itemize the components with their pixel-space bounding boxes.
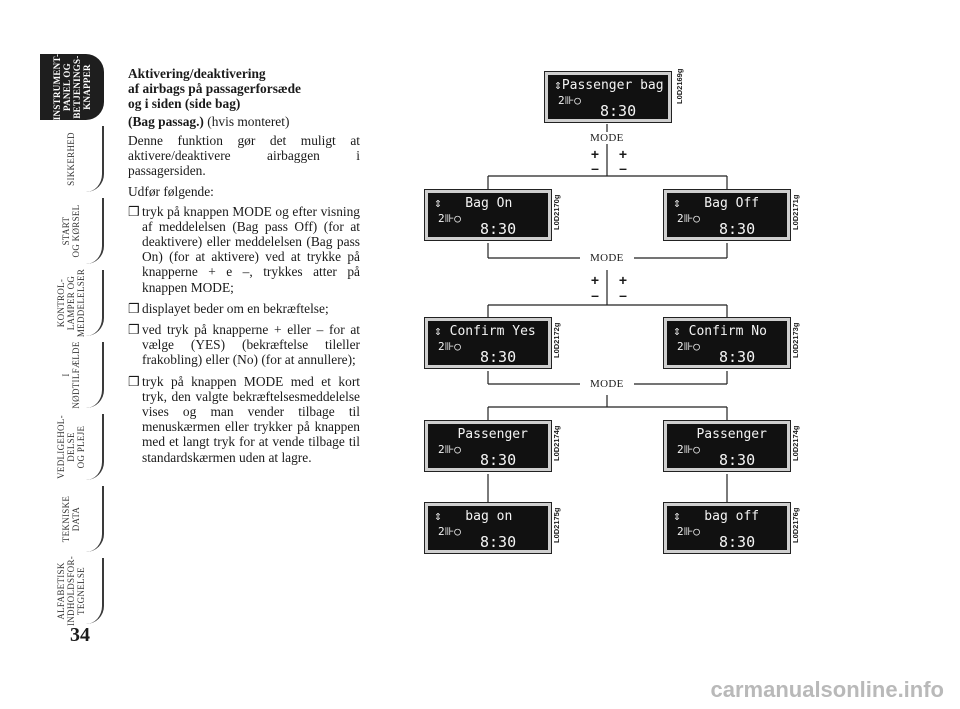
list-item-text: tryk på knappen MODE med et kort tryk, d… xyxy=(142,373,360,465)
section-heading: Aktivering/deaktivering af airbags på pa… xyxy=(128,66,360,112)
figure-code: L0D2170g xyxy=(552,194,561,230)
display-line: ⇕ Bag Off xyxy=(673,196,760,211)
tab-tekniske-data[interactable]: TEKNISKE DATA xyxy=(40,486,104,552)
intro-paragraph: Denne funktion gør det muligt at aktiver… xyxy=(128,132,360,179)
lcd-display-confirm-yes: ⇕ Confirm Yes 2⊪○ 8:30 xyxy=(424,317,552,369)
checkbox-bullet-icon: ❒ xyxy=(128,373,140,389)
tab-start-og-korsel[interactable]: START OG KØRSEL xyxy=(40,198,104,264)
display-icons: 2⊪○ xyxy=(438,525,461,538)
plus-label: + xyxy=(618,146,628,162)
display-time: 8:30 xyxy=(480,451,517,469)
list-item-text: ved tryk på knapperne + eller – for at v… xyxy=(142,322,360,368)
display-line: ⇕ Confirm Yes xyxy=(434,324,536,339)
menu-name-note: (hvis monteret) xyxy=(203,113,290,129)
watermark-url: carmanualsonline.info xyxy=(710,677,945,702)
display-line: ⇕ bag off xyxy=(673,509,760,524)
lcd-display-confirm-no: ⇕ Confirm No 2⊪○ 8:30 xyxy=(663,317,791,369)
menu-name-bold: (Bag passag.) xyxy=(128,113,204,129)
display-icons: 2⊪○ xyxy=(438,340,461,353)
display-icons: 2⊪○ xyxy=(677,525,700,538)
list-item-text: tryk på knappen MODE og efter visning af… xyxy=(142,203,360,295)
lcd-display-passenger: Passenger 2⊪○ 8:30 xyxy=(424,420,552,472)
lcd-display-bag-off-final: ⇕ bag off 2⊪○ 8:30 xyxy=(663,502,791,554)
body-text: Aktivering/deaktivering af airbags på pa… xyxy=(128,66,360,471)
lcd-display-bag-on-final: ⇕ bag on 2⊪○ 8:30 xyxy=(424,502,552,554)
minus-label: – xyxy=(591,287,599,303)
plus-label: + xyxy=(590,272,600,288)
display-line: ⇕ Bag On xyxy=(434,196,513,211)
figure-code: L0D2171g xyxy=(791,194,800,230)
display-line: ⇕ Confirm No xyxy=(673,324,767,339)
display-icons: 2⊪○ xyxy=(438,212,461,225)
figure-code: L0D2172g xyxy=(552,322,561,358)
display-time: 8:30 xyxy=(480,533,517,551)
display-icons: 2⊪○ xyxy=(677,212,700,225)
plus-label: + xyxy=(590,146,600,162)
tab-alfabetisk-indhold[interactable]: ALFABETISK INDHOLDSFOR- TEGNELSE xyxy=(40,556,104,626)
tab-vedligeholdelse[interactable]: VEDLIGEHOL- DELSE OG PLEJE xyxy=(40,414,104,480)
display-line: ⇕Passenger bag xyxy=(554,78,664,93)
list-item: ❒ved tryk på knapperne + eller – for at … xyxy=(128,322,360,368)
chapter-tabs: INSTRUMENT- PANEL OG BETJENINGS- KNAPPER… xyxy=(40,54,104,628)
tab-sikkerhed[interactable]: SIKKERHED xyxy=(40,126,104,192)
display-line: Passenger xyxy=(673,427,767,442)
lcd-display-bag-on: ⇕ Bag On 2⊪○ 8:30 xyxy=(424,189,552,241)
heading-line: af airbags på passagerforsæde xyxy=(128,81,301,97)
figure-code: L0D2173g xyxy=(791,322,800,358)
mode-label: MODE xyxy=(587,252,627,264)
display-icons: 2⊪○ xyxy=(677,443,700,456)
mode-label: MODE xyxy=(587,132,627,144)
tab-i-nodtilfaelde[interactable]: I NØDTILFÆLDE xyxy=(40,341,104,409)
lcd-display-passenger-bag: ⇕Passenger bag 2⊪○ 8:30 xyxy=(544,71,672,123)
figure-code: L0D2176g xyxy=(791,507,800,543)
list-item-text: displayet beder om en bekræftelse; xyxy=(142,300,329,316)
minus-label: – xyxy=(591,160,599,176)
display-time: 8:30 xyxy=(480,348,517,366)
display-line: ⇕ bag on xyxy=(434,509,513,524)
figure-code: L0D2175g xyxy=(552,507,561,543)
minus-label: – xyxy=(619,160,627,176)
list-item: ❒tryk på knappen MODE med et kort tryk, … xyxy=(128,374,360,465)
display-time: 8:30 xyxy=(719,348,756,366)
figure-code: L0D2174g xyxy=(791,425,800,461)
display-time: 8:30 xyxy=(600,102,637,120)
steps-intro: Udfør følgende: xyxy=(128,184,214,200)
checkbox-bullet-icon: ❒ xyxy=(128,203,140,219)
checkbox-bullet-icon: ❒ xyxy=(128,300,140,316)
checkbox-bullet-icon: ❒ xyxy=(128,322,140,338)
minus-label: – xyxy=(619,287,627,303)
figure-code: L0D2169g xyxy=(675,68,684,104)
display-icons: 2⊪○ xyxy=(438,443,461,456)
page-number: 34 xyxy=(70,624,90,646)
heading-line: og i siden (side bag) xyxy=(128,96,241,112)
display-time: 8:30 xyxy=(719,220,756,238)
lcd-display-passenger: Passenger 2⊪○ 8:30 xyxy=(663,420,791,472)
display-time: 8:30 xyxy=(719,451,756,469)
heading-line: Aktivering/deaktivering xyxy=(128,66,266,81)
tab-instrumentpanel[interactable]: INSTRUMENT- PANEL OG BETJENINGS- KNAPPER xyxy=(40,54,104,120)
list-item: ❒displayet beder om en bekræftelse; xyxy=(128,301,360,316)
list-item: ❒tryk på knappen MODE og efter visning a… xyxy=(128,204,360,295)
display-icons: 2⊪○ xyxy=(558,94,581,107)
menu-name: (Bag passag.) (hvis monteret) xyxy=(128,114,360,129)
lcd-display-bag-off: ⇕ Bag Off 2⊪○ 8:30 xyxy=(663,189,791,241)
display-icons: 2⊪○ xyxy=(677,340,700,353)
figure-code: L0D2174g xyxy=(552,425,561,461)
display-line: Passenger xyxy=(434,427,528,442)
plus-label: + xyxy=(618,272,628,288)
display-time: 8:30 xyxy=(719,533,756,551)
mode-label: MODE xyxy=(587,378,627,390)
tab-kontrollamper[interactable]: KONTROL- LAMPER OG MEDDELELSER xyxy=(40,269,104,337)
display-time: 8:30 xyxy=(480,220,517,238)
